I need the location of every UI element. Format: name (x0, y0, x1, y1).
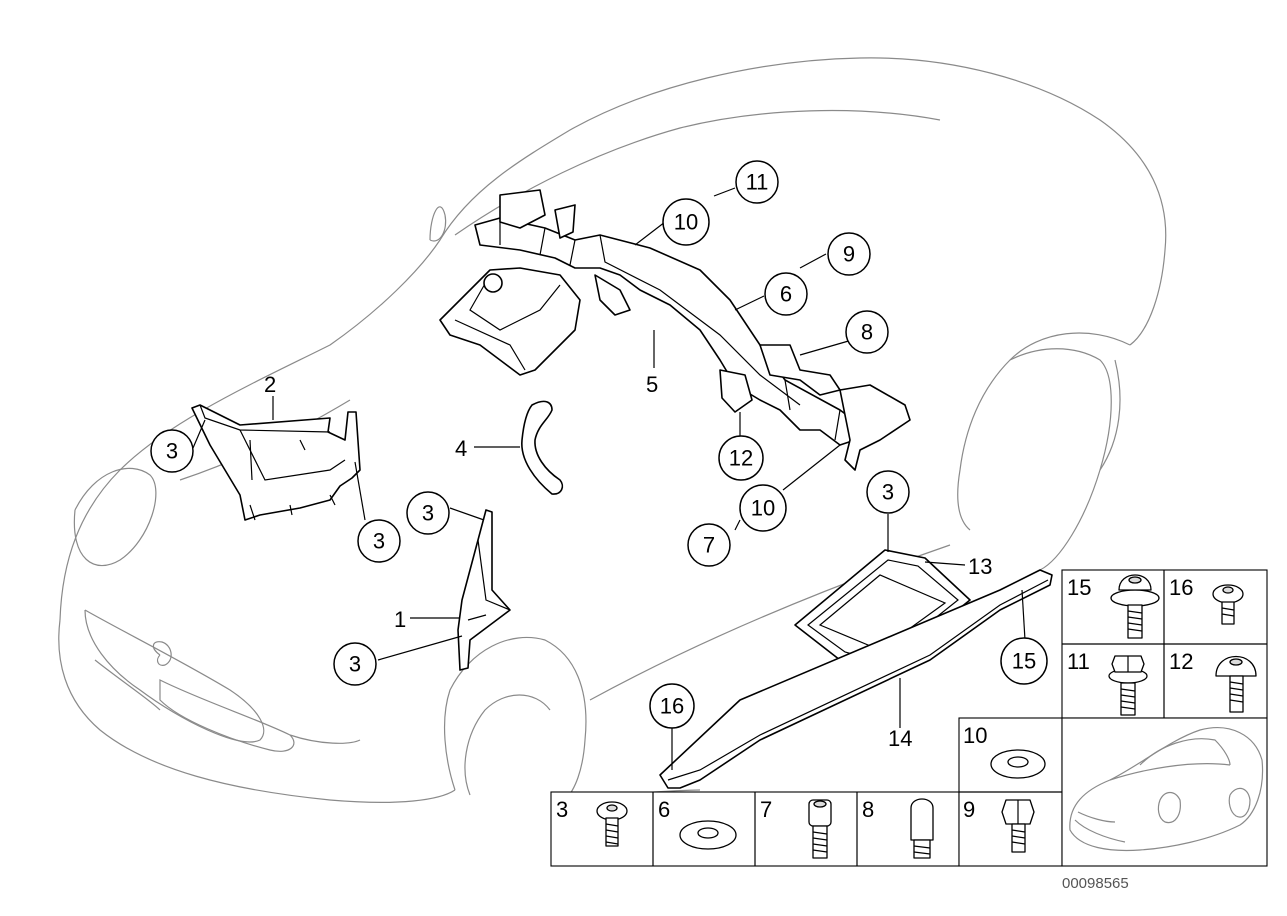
torx-bolt-icon (1215, 655, 1257, 713)
svg-text:3: 3 (166, 439, 178, 464)
part-wheelhouse-trim (191, 404, 361, 521)
legend-label-3: 3 (556, 797, 568, 822)
circled-callouts: 3 3 3 3 3 11 10 9 (150, 160, 1048, 729)
diagram-reference-number: 00098565 (1062, 875, 1129, 892)
svg-text:12: 12 (729, 446, 753, 471)
callout-11: 11 (735, 160, 779, 204)
part-bracket (457, 509, 511, 671)
legend-right-grid: 15 16 11 12 (1061, 569, 1268, 719)
callout-3-bracket-top: 3 (406, 491, 450, 535)
hex-flange-bolt-icon (1108, 655, 1148, 716)
torx-screw-icon (1212, 584, 1244, 625)
callout-2: 2 (264, 372, 276, 397)
callout-3-left: 3 (150, 429, 194, 473)
socket-bolt-icon (808, 799, 832, 859)
callout-10-top: 10 (662, 198, 710, 246)
hex-bolt-icon (1001, 799, 1035, 853)
callout-9: 9 (827, 232, 871, 276)
callout-14: 14 (888, 726, 912, 751)
callout-7: 7 (687, 523, 731, 567)
legend-label-12: 12 (1169, 649, 1193, 674)
svg-text:10: 10 (674, 210, 698, 235)
callout-13: 13 (968, 554, 992, 579)
legend-bottom-row: 3 6 7 8 (550, 791, 960, 867)
washer-icon (679, 820, 737, 850)
svg-text:9: 9 (843, 242, 855, 267)
svg-text:3: 3 (882, 480, 894, 505)
callout-16: 16 (649, 683, 695, 729)
svg-text:3: 3 (422, 501, 434, 526)
legend-middle-column: 10 9 (958, 717, 1063, 867)
callout-10-bottom: 10 (739, 484, 787, 532)
svg-text:10: 10 (751, 496, 775, 521)
callout-3-trim: 3 (357, 519, 401, 563)
part-hose (521, 400, 564, 495)
callout-5: 5 (646, 372, 658, 397)
legend-label-16: 16 (1169, 575, 1193, 600)
threaded-bolt-icon (910, 798, 934, 859)
svg-text:3: 3 (373, 529, 385, 554)
legend-label-7: 7 (760, 797, 772, 822)
part-cross-member (439, 189, 911, 471)
svg-text:7: 7 (703, 533, 715, 558)
svg-text:6: 6 (780, 282, 792, 307)
callout-8: 8 (845, 310, 889, 354)
callout-3-gasket: 3 (866, 470, 910, 514)
legend-label-11: 11 (1067, 649, 1090, 674)
leader-lines (192, 187, 1026, 770)
callout-3-bracket-bottom: 3 (333, 642, 377, 686)
svg-text:11: 11 (746, 170, 769, 195)
callout-1: 1 (394, 607, 406, 632)
callout-4: 4 (455, 436, 467, 461)
legend-label-9: 9 (963, 797, 975, 822)
car-thumbnail (1061, 717, 1268, 867)
svg-text:15: 15 (1012, 649, 1036, 674)
torx-screw-icon (596, 801, 628, 847)
legend-label-10: 10 (963, 723, 987, 748)
callout-labels: 2 1 4 5 13 14 (264, 372, 992, 751)
part-underbody-panel (659, 569, 1053, 789)
legend-label-15: 15 (1067, 575, 1091, 600)
callout-6: 6 (764, 272, 808, 316)
washer-icon (990, 749, 1046, 779)
legend-label-8: 8 (862, 797, 874, 822)
part-gasket-frame (794, 549, 971, 673)
svg-text:8: 8 (861, 320, 873, 345)
svg-text:3: 3 (349, 652, 361, 677)
legend-label-6: 6 (658, 797, 670, 822)
flange-torx-bolt-icon (1110, 574, 1160, 639)
svg-text:16: 16 (660, 694, 684, 719)
callout-12: 12 (718, 435, 764, 481)
callout-15: 15 (1000, 637, 1048, 685)
